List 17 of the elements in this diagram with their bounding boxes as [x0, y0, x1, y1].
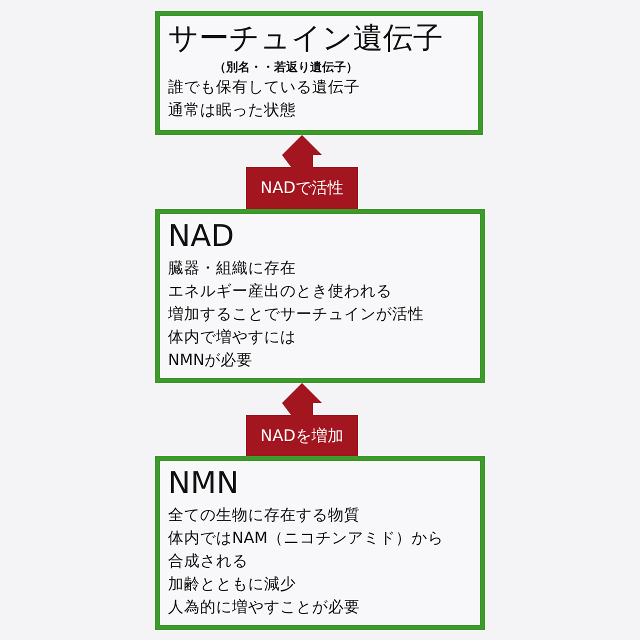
text-box [155, 209, 485, 383]
text-box [155, 11, 483, 135]
body-text: 全ての生物に存在する物質 [168, 505, 361, 526]
body-text: 増加することでサーチュインが活性 [168, 304, 425, 325]
body-text: 誰でも保有している遺伝子 [168, 77, 361, 98]
alias-note: （別名・・若返り遺伝子） [213, 59, 359, 76]
body-text: エネルギー産出のとき使われる [168, 281, 393, 302]
box-heading: NMN [168, 465, 240, 503]
body-text: 臓器・組織に存在 [168, 258, 297, 279]
text-box [155, 456, 485, 630]
box-heading: NAD [168, 218, 236, 256]
body-text: 加齢とともに減少 [168, 574, 297, 595]
body-text: 体内ではNAM（ニコチンアミド）から合成される [168, 528, 445, 572]
box-heading: サーチュイン遺伝子 [168, 20, 444, 58]
body-text: 体内で増やすにはNMNが必要 [168, 327, 297, 371]
body-text: 通常は眠った状態 [168, 100, 297, 121]
body-text: 人為的に増やすことが必要 [168, 597, 361, 618]
